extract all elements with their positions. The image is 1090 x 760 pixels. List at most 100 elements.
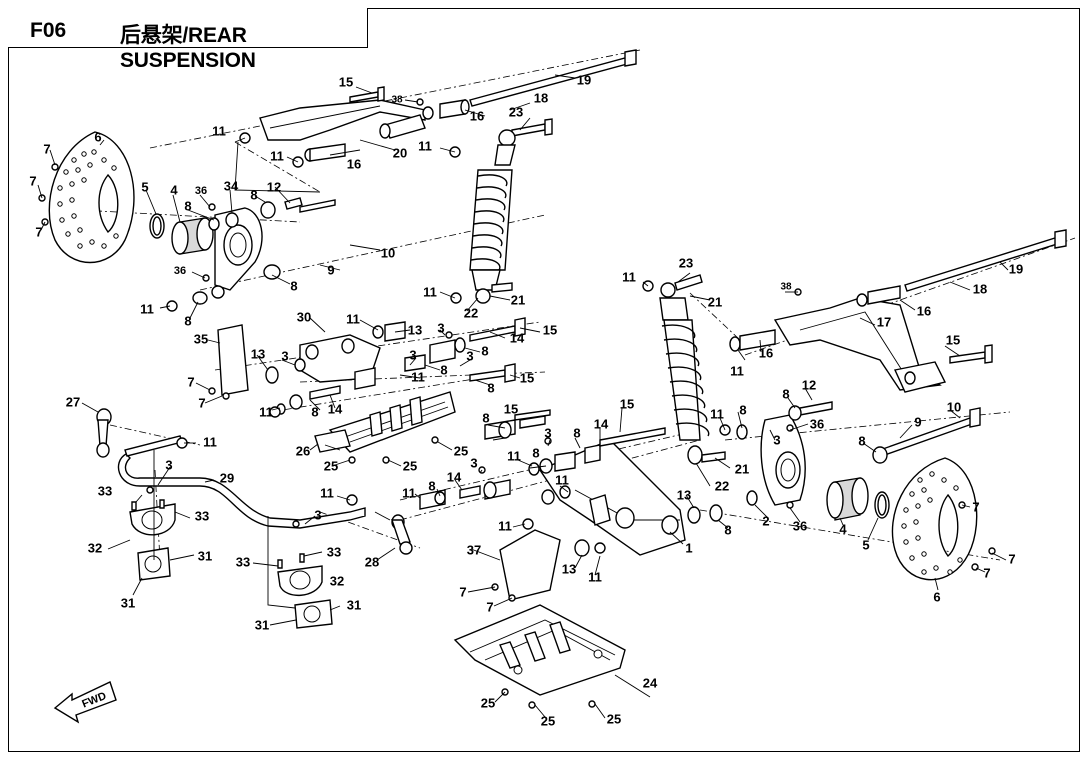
callout-6: 6 [933, 589, 940, 604]
skid-plate-bottom [453, 604, 626, 696]
callout-7: 7 [198, 395, 205, 410]
callout-8: 8 [250, 187, 257, 202]
callout-23: 23 [509, 104, 523, 119]
callout-11: 11 [346, 311, 360, 326]
callout-8: 8 [311, 404, 318, 419]
callout-22: 22 [464, 305, 478, 320]
callout-7: 7 [187, 374, 194, 389]
callout-16: 16 [917, 303, 931, 318]
callout-32: 32 [88, 540, 102, 555]
callout-8: 8 [440, 362, 447, 377]
callout-11: 11 [402, 485, 416, 500]
callout-7: 7 [972, 499, 979, 514]
callout-33: 33 [98, 483, 112, 498]
bar-clamps [129, 499, 333, 629]
upper-a-arm-left [259, 49, 637, 213]
callout-15: 15 [520, 370, 534, 385]
callout-28: 28 [365, 554, 379, 569]
callout-36: 36 [174, 265, 186, 277]
callout-8: 8 [532, 445, 539, 460]
callout-6: 6 [94, 129, 101, 144]
callout-14: 14 [510, 330, 525, 345]
callout-11: 11 [730, 363, 744, 378]
callout-3: 3 [437, 320, 444, 335]
callout-31: 31 [347, 597, 361, 612]
callout-8: 8 [428, 478, 435, 493]
callout-38: 38 [780, 282, 792, 293]
hub-assembly-left [149, 197, 303, 305]
callout-7: 7 [35, 224, 42, 239]
callout-38: 38 [391, 95, 403, 106]
callout-3: 3 [165, 457, 172, 472]
callout-17: 17 [877, 314, 891, 329]
callout-19: 19 [577, 72, 591, 87]
callout-7: 7 [983, 565, 990, 580]
callout-5: 5 [862, 537, 869, 552]
title-block: F06 后悬架/REAR SUSPENSION [8, 8, 368, 72]
figure-code: F06 [30, 19, 67, 42]
stabilizer-links [96, 408, 413, 555]
callout-8: 8 [184, 198, 191, 213]
callout-31: 31 [121, 595, 135, 610]
callout-2: 2 [762, 513, 769, 528]
callout-35: 35 [194, 331, 208, 346]
skid-plate-left [314, 391, 456, 453]
callout-15: 15 [620, 396, 634, 411]
callout-3: 3 [314, 507, 321, 522]
hub-assembly-right [746, 414, 890, 521]
callout-15: 15 [946, 332, 960, 347]
callout-36: 36 [793, 518, 807, 533]
callout-9: 9 [914, 414, 921, 429]
callout-9: 9 [327, 262, 334, 277]
callout-21: 21 [735, 461, 749, 476]
callout-4: 4 [839, 521, 847, 536]
callout-19: 19 [1009, 261, 1023, 276]
callout-33: 33 [195, 508, 209, 523]
callout-30: 30 [297, 309, 311, 324]
leader-lines [37, 74, 1009, 719]
callout-3: 3 [544, 425, 551, 440]
callout-25: 25 [324, 458, 338, 473]
callout-18: 18 [534, 90, 548, 105]
callout-8: 8 [482, 410, 489, 425]
upper-a-arm-right [729, 229, 1067, 393]
callout-13: 13 [408, 322, 422, 337]
callout-7: 7 [486, 599, 493, 614]
callout-33: 33 [327, 544, 341, 559]
callout-11: 11 [588, 569, 602, 584]
callout-12: 12 [267, 179, 281, 194]
callout-11: 11 [212, 123, 226, 138]
callout-21: 21 [708, 294, 722, 309]
callout-27: 27 [66, 394, 80, 409]
callout-8: 8 [290, 278, 297, 293]
callout-15: 15 [339, 74, 353, 89]
callout-8: 8 [573, 425, 580, 440]
callout-11: 11 [507, 448, 521, 463]
callout-14: 14 [594, 416, 609, 431]
callout-25: 25 [454, 443, 468, 458]
callout-1: 1 [685, 540, 692, 555]
callout-15: 15 [504, 401, 518, 416]
callout-24: 24 [643, 675, 658, 690]
callout-36: 36 [195, 185, 207, 197]
callout-8: 8 [858, 433, 865, 448]
mud-guard-35 [217, 324, 249, 396]
callout-8: 8 [481, 343, 488, 358]
callout-7: 7 [43, 141, 50, 156]
callout-11: 11 [710, 406, 724, 421]
callout-7: 7 [29, 173, 36, 188]
brake-disc-right [891, 457, 978, 581]
callout-11: 11 [203, 434, 217, 449]
shock-absorber-left [469, 129, 516, 304]
callout-16: 16 [759, 345, 773, 360]
callout-11: 11 [555, 472, 569, 487]
callout-14: 14 [328, 401, 343, 416]
callout-13: 13 [677, 487, 691, 502]
callout-8: 8 [739, 402, 746, 417]
callout-25: 25 [403, 458, 417, 473]
callout-11: 11 [498, 518, 512, 533]
callout-29: 29 [220, 470, 234, 485]
callout-16: 16 [470, 108, 484, 123]
fwd-arrow-icon: FWD [53, 681, 117, 724]
